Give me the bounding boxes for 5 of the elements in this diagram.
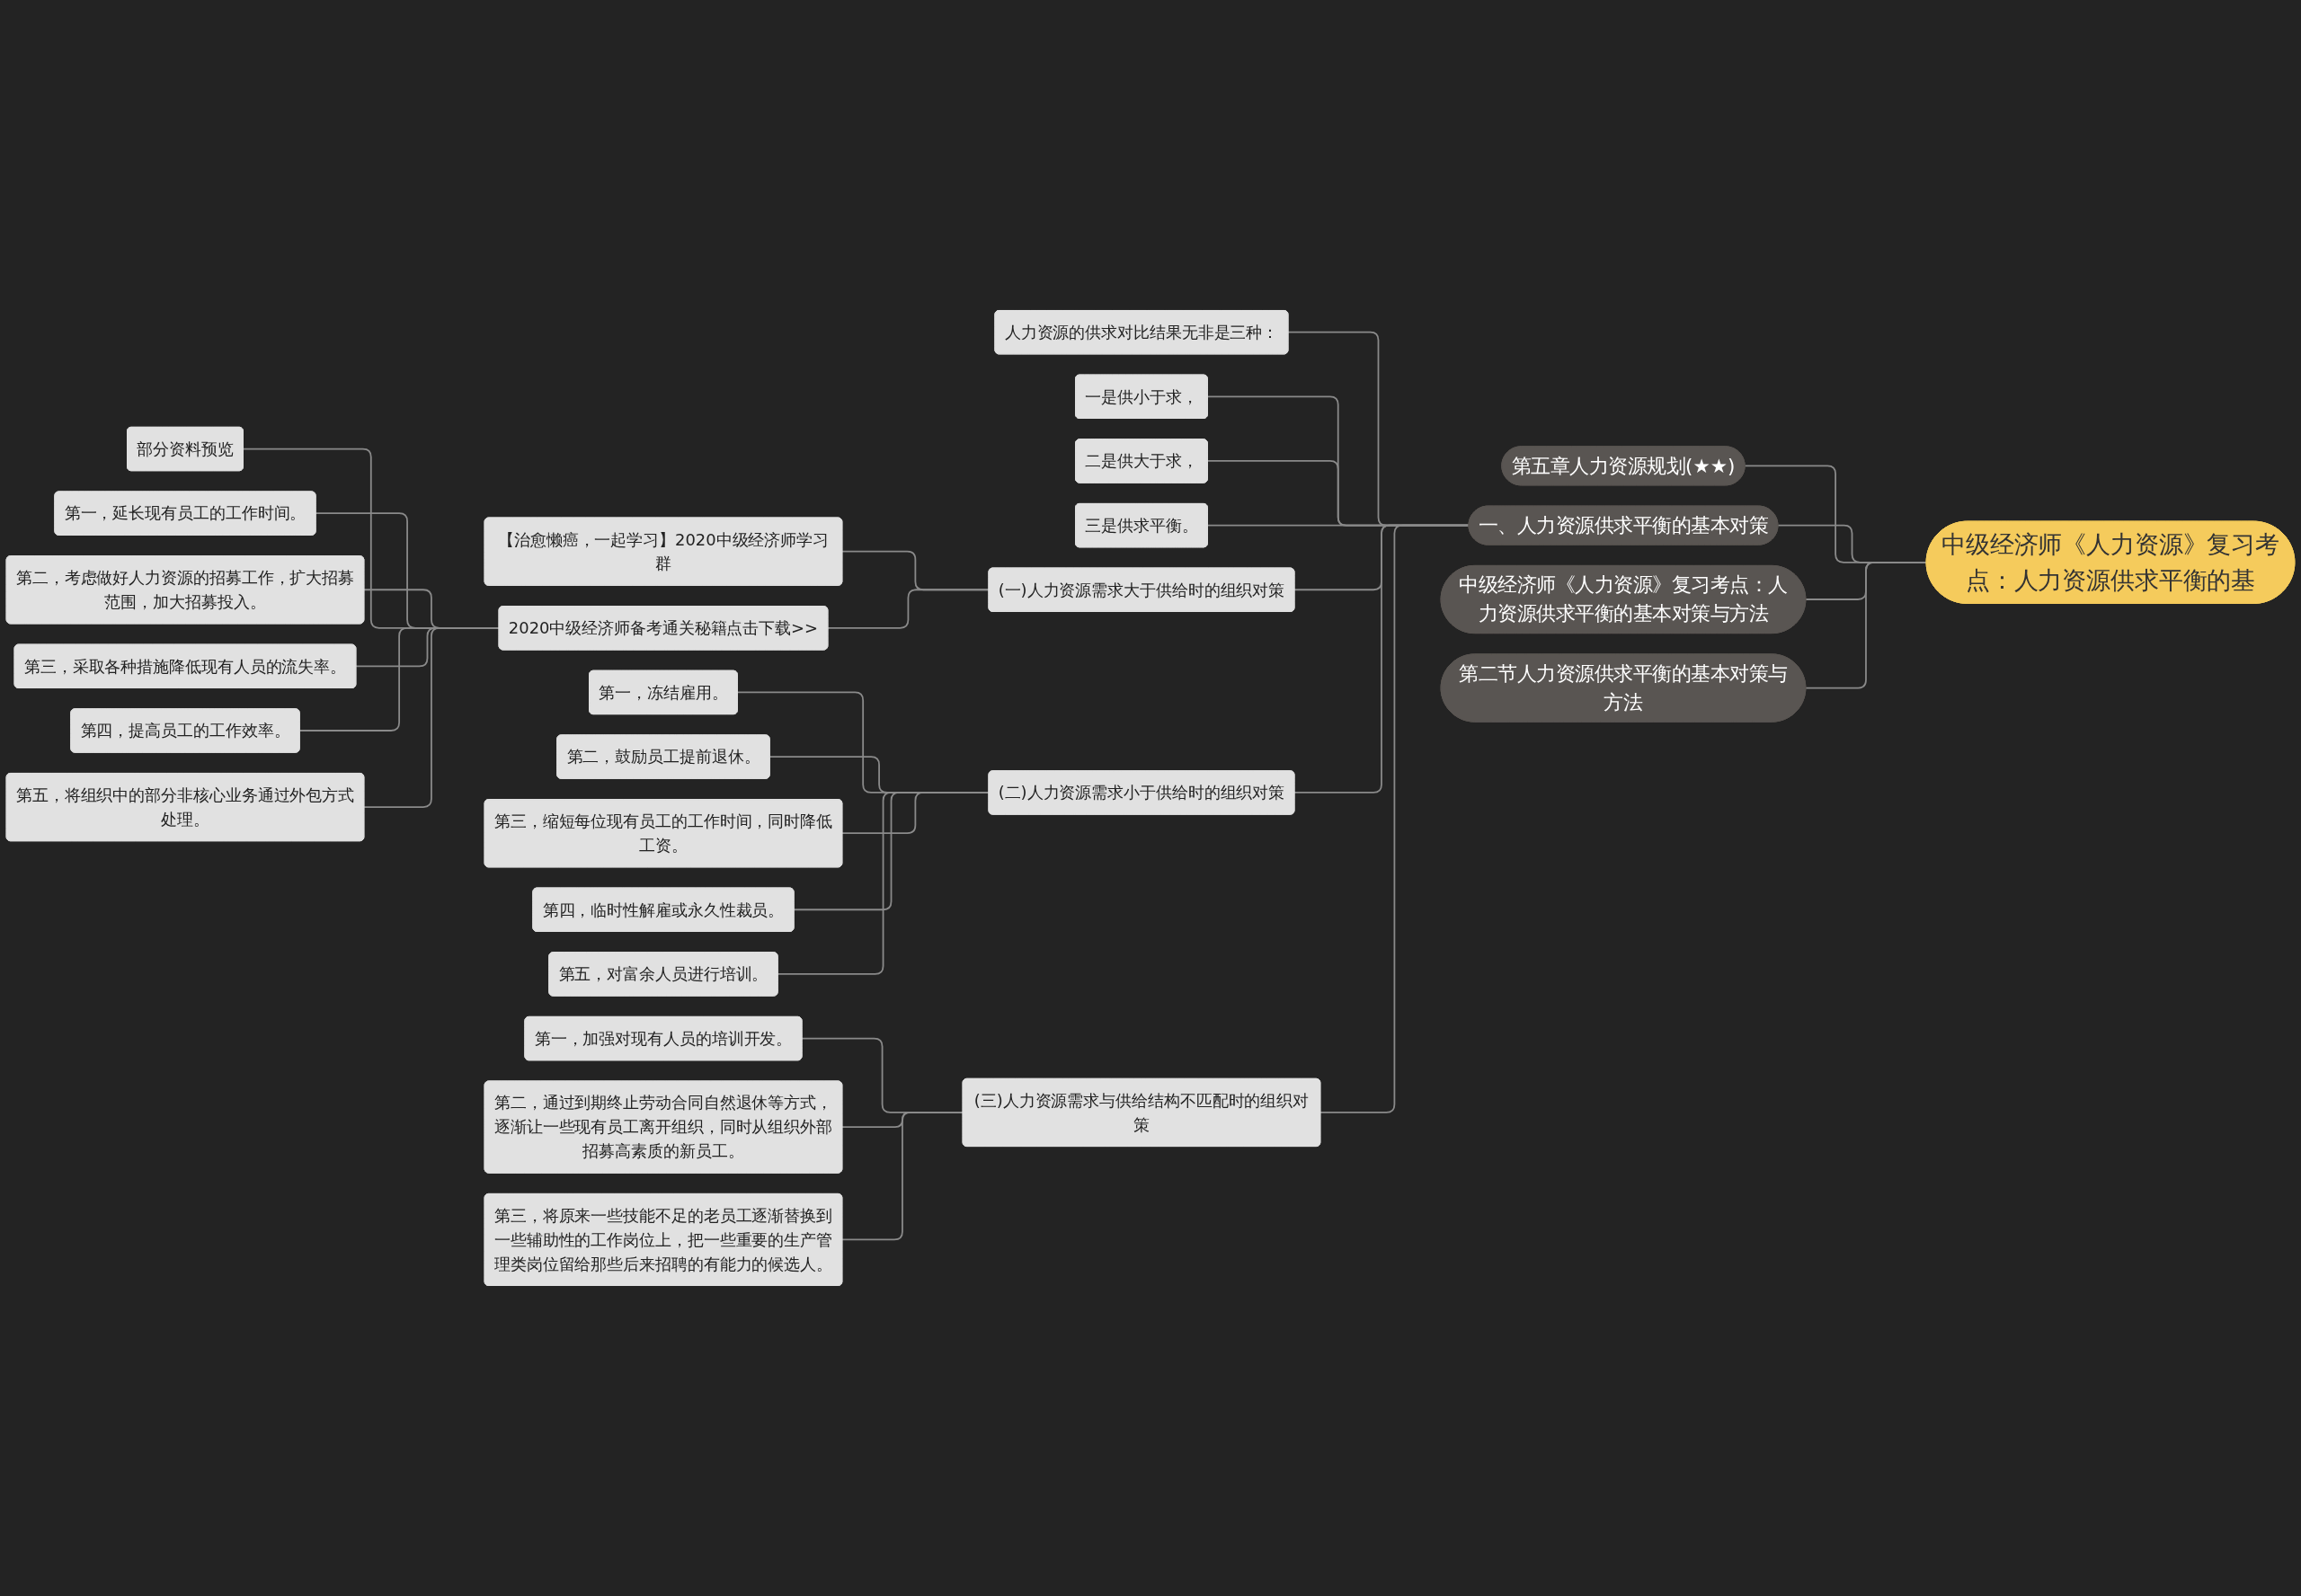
connector [826, 589, 990, 629]
connector [777, 792, 990, 975]
connector [362, 626, 500, 808]
connector [840, 1112, 964, 1241]
connector [1804, 561, 1928, 689]
